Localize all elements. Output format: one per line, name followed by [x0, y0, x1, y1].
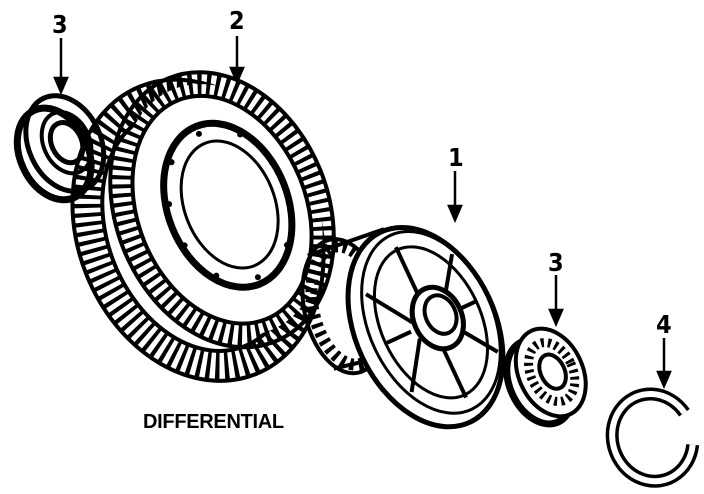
bearing-right — [503, 326, 588, 428]
diagram-caption: DIFFERENTIAL — [143, 411, 284, 433]
callout-arrows — [53, 36, 672, 390]
differential-case — [300, 224, 506, 430]
arrow-differential-case — [447, 171, 463, 224]
arrow-snap-ring — [656, 338, 672, 390]
arrow-ring-gear — [229, 36, 245, 86]
ring-gear — [70, 70, 336, 383]
arrow-bearing-left — [53, 38, 69, 96]
callout-label-bearing-right: 3 — [548, 248, 564, 277]
snap-ring — [605, 387, 700, 488]
ring-gear-bolt-holes — [166, 130, 292, 281]
callout-label-snap-ring: 4 — [656, 310, 672, 339]
arrow-bearing-right — [548, 275, 564, 328]
callout-label-bearing-left: 3 — [52, 10, 68, 39]
callout-label-differential-case: 1 — [448, 143, 464, 172]
callout-label-ring-gear: 2 — [229, 6, 245, 35]
